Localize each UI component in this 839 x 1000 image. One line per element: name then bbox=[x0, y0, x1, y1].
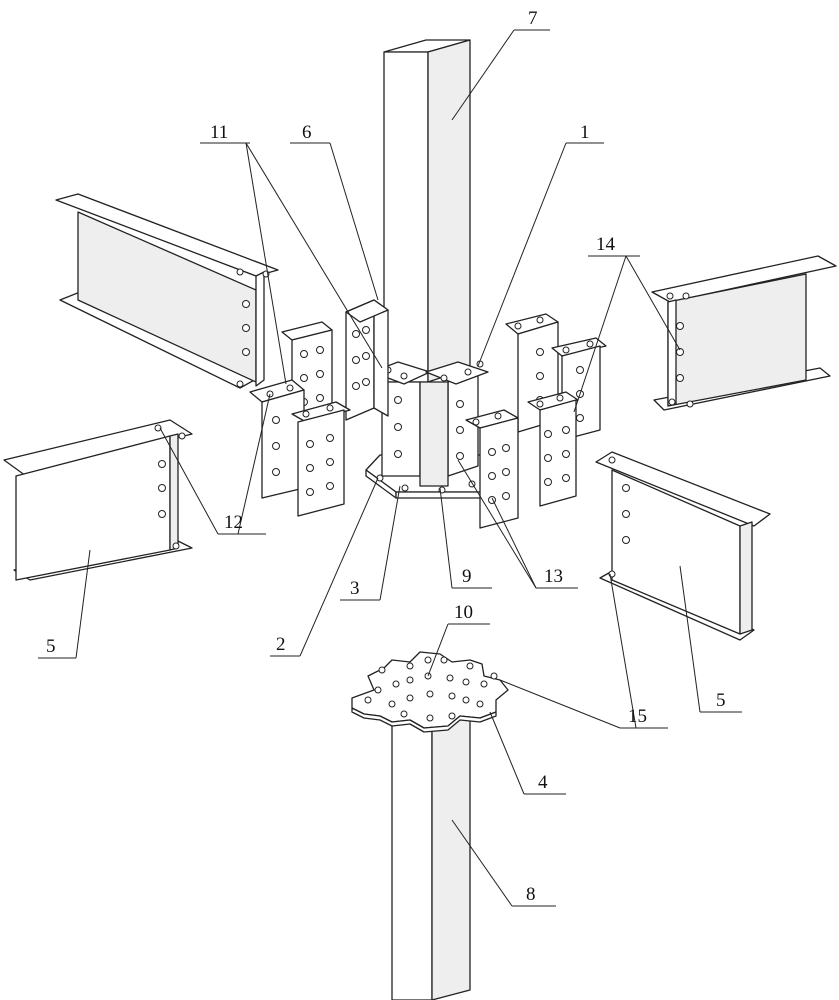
splice-plates-left bbox=[249, 299, 389, 517]
label-5-left: 5 bbox=[46, 636, 56, 657]
lower-column bbox=[391, 707, 471, 1000]
i-beam-lower-left bbox=[3, 419, 193, 581]
i-beam-lower-right bbox=[595, 451, 771, 641]
splice-plates-right bbox=[465, 313, 607, 529]
label-14: 14 bbox=[596, 234, 616, 255]
label-8: 8 bbox=[526, 884, 536, 905]
column-stiffeners bbox=[381, 371, 479, 487]
label-6: 6 bbox=[302, 122, 312, 143]
i-beam-upper-right bbox=[651, 255, 837, 411]
label-3: 3 bbox=[350, 578, 360, 599]
i-beam-upper-left bbox=[55, 193, 279, 389]
label-7: 7 bbox=[528, 8, 538, 29]
label-15: 15 bbox=[628, 706, 647, 727]
label-1: 1 bbox=[580, 122, 590, 143]
label-4: 4 bbox=[538, 772, 548, 793]
label-10: 10 bbox=[454, 602, 473, 623]
label-5-right: 5 bbox=[716, 690, 726, 711]
cross-plate bbox=[351, 651, 509, 733]
leader-lines bbox=[38, 29, 742, 907]
label-2: 2 bbox=[276, 634, 286, 655]
label-11: 11 bbox=[210, 122, 228, 143]
upper-column bbox=[383, 39, 471, 383]
label-13: 13 bbox=[544, 566, 563, 587]
label-9: 9 bbox=[462, 566, 472, 587]
label-12: 12 bbox=[224, 512, 243, 533]
callout-labels: 7 11 6 1 14 12 5 3 2 9 13 10 15 5 4 8 bbox=[46, 8, 726, 905]
